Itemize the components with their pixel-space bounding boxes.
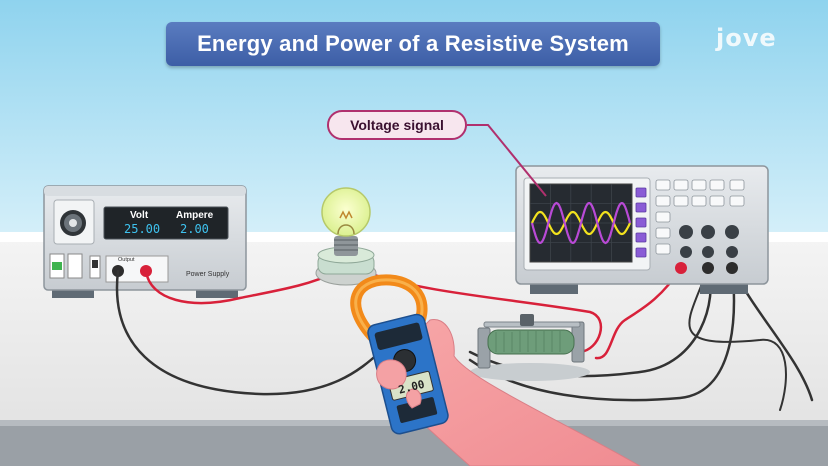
jove-logo: jove bbox=[716, 24, 777, 52]
resistor-coil bbox=[487, 329, 575, 355]
bulb-icon bbox=[321, 187, 371, 237]
clamp-meter-reading: 2.00 bbox=[397, 378, 426, 397]
power-supply bbox=[43, 185, 247, 298]
knob-icon[interactable] bbox=[680, 246, 692, 258]
scope-menu-buttons bbox=[635, 187, 647, 258]
voltage-wave-purple bbox=[530, 201, 632, 245]
ampere-value: 2.00 bbox=[180, 222, 209, 236]
scope-knobs bbox=[679, 225, 739, 258]
power-switch-icon[interactable] bbox=[52, 262, 62, 270]
voltage-signal-callout: Voltage signal bbox=[327, 110, 467, 140]
bench-edge bbox=[0, 232, 828, 242]
knob-icon[interactable] bbox=[725, 225, 739, 239]
thumb bbox=[376, 359, 407, 390]
power-supply-label: Power Supply bbox=[186, 271, 230, 278]
light-bulb bbox=[315, 187, 377, 286]
scope-probe-black-icon[interactable] bbox=[702, 262, 714, 274]
wire-red-supply bbox=[144, 269, 338, 305]
knob-icon[interactable] bbox=[701, 225, 715, 239]
rheostat bbox=[470, 314, 590, 381]
callout-leader bbox=[467, 124, 547, 197]
lcd-display bbox=[103, 206, 229, 240]
knob-icon[interactable] bbox=[679, 225, 693, 239]
page-title: Energy and Power of a Resistive System bbox=[166, 22, 660, 66]
knob-icon[interactable] bbox=[726, 246, 738, 258]
volt-value: 25.00 bbox=[124, 222, 161, 236]
scope-probe-red-icon[interactable] bbox=[675, 262, 687, 274]
output-label: Output bbox=[118, 257, 135, 263]
scope-control-panel bbox=[655, 179, 745, 255]
oscilloscope bbox=[515, 165, 769, 294]
scope-probe-black-icon[interactable] bbox=[726, 262, 738, 274]
volt-label: Volt bbox=[130, 210, 149, 221]
rheostat-slider-icon[interactable] bbox=[520, 314, 534, 326]
wire-black-supply bbox=[115, 269, 382, 396]
ampere-label: Ampere bbox=[176, 210, 214, 221]
knob-icon[interactable] bbox=[702, 246, 714, 258]
hand-with-clamp-meter bbox=[350, 274, 642, 466]
